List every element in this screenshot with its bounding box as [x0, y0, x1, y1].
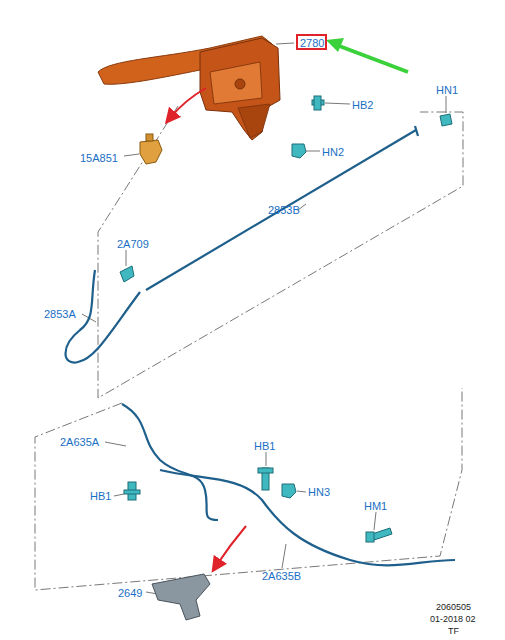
- callout-number: 2853B: [268, 204, 300, 216]
- callout-number: HB1: [254, 440, 275, 452]
- callout-number: 2A709: [117, 238, 149, 250]
- callout-number: 2649: [118, 587, 142, 599]
- callout-number: HN2: [322, 146, 344, 158]
- switch-15A851: [140, 134, 162, 164]
- clip: [120, 266, 134, 282]
- fasteners: [124, 96, 452, 542]
- callout-number: 2A635A: [60, 436, 99, 448]
- cables: [66, 126, 456, 565]
- callout-number: HB2: [352, 99, 373, 111]
- callout-box: 2780: [296, 34, 327, 50]
- callout-number: 2853A: [44, 308, 76, 320]
- footer-note: 01-2018 02: [430, 614, 476, 624]
- callout-number: HN3: [308, 486, 330, 498]
- footer-note: TF: [448, 626, 459, 636]
- bracket-2649: [152, 574, 210, 620]
- callout-number: 2A635B: [262, 570, 301, 582]
- footer-note: 2060505: [436, 602, 471, 612]
- callout-number: HB1: [90, 490, 111, 502]
- callout-number: HM1: [364, 500, 387, 512]
- callout-number: 15A851: [80, 152, 118, 164]
- group-frame: [35, 106, 463, 590]
- callout-number: 2780: [300, 37, 323, 49]
- callout-number: HN1: [436, 84, 458, 96]
- leader-lines: [82, 96, 446, 594]
- handbrake-lever: [98, 36, 280, 140]
